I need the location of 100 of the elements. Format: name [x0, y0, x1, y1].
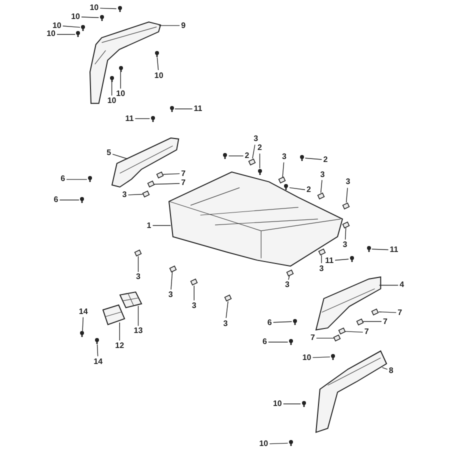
screw-icon: [80, 24, 86, 31]
leader-line: [156, 56, 159, 70]
callout-number: 6: [262, 338, 267, 346]
grille-drawing: [120, 292, 142, 308]
callout-number: 2: [258, 144, 262, 152]
clip-icon: [339, 328, 346, 334]
callout-number: 7: [398, 308, 402, 317]
leader-line: [158, 25, 180, 26]
callout-number: 11: [194, 104, 202, 113]
clip-icon: [248, 158, 255, 165]
callout-number: 11: [125, 114, 134, 123]
leader-line: [378, 312, 397, 313]
screw-icon: [99, 14, 105, 21]
callout-number: 10: [90, 4, 99, 12]
clip-icon: [143, 191, 150, 198]
callout-number: 7: [181, 179, 186, 188]
screw-icon: [154, 51, 160, 57]
clip-icon: [356, 318, 363, 325]
callout-number: 5: [106, 148, 112, 157]
callout-number: 6: [60, 175, 66, 184]
leader-line: [289, 187, 306, 190]
leader-line: [282, 162, 284, 178]
screw-icon: [256, 168, 263, 175]
leader-line: [66, 179, 88, 180]
screw-icon: [298, 154, 305, 161]
clip-icon: [334, 335, 340, 342]
callout-number: 8: [388, 366, 394, 375]
callout-number: 10: [154, 72, 164, 80]
screw-icon: [94, 338, 100, 344]
leader-line: [138, 306, 139, 326]
screw-icon: [168, 106, 175, 112]
cargo-tub-drawing: [168, 172, 342, 266]
callout-number: 3: [122, 191, 127, 200]
leader-line: [120, 72, 121, 90]
leader-line: [96, 344, 98, 357]
leader-line: [378, 284, 398, 286]
callout-number: 3: [192, 302, 196, 310]
callout-number: 3: [285, 281, 290, 290]
leader-line: [269, 442, 288, 444]
leader-line: [111, 81, 112, 96]
callout-number: 10: [52, 22, 62, 30]
clip-icon: [343, 222, 350, 228]
clip-icon: [279, 177, 286, 184]
leader-line: [119, 322, 120, 341]
leader-line: [62, 26, 80, 28]
callout-number: 7: [383, 318, 388, 326]
callout-number: 1: [146, 222, 152, 230]
screw-icon: [300, 400, 307, 407]
leader-line: [346, 188, 348, 203]
screw-icon: [75, 31, 82, 38]
screw-icon: [118, 66, 124, 72]
screw-icon: [116, 6, 123, 12]
leader-line: [226, 300, 228, 318]
clip-icon: [156, 172, 163, 178]
callout-number: 4: [400, 281, 404, 290]
clip-icon: [191, 279, 198, 286]
screw-icon: [366, 246, 372, 252]
callout-number: 6: [267, 318, 272, 327]
screw-icon: [222, 152, 228, 159]
screw-icon: [348, 256, 355, 262]
callout-number: 10: [302, 354, 312, 362]
leader-line: [138, 256, 139, 272]
leader-line: [312, 356, 330, 358]
leader-line: [252, 144, 256, 159]
callout-number: 10: [272, 400, 282, 408]
callout-number: 7: [181, 170, 186, 178]
clip-icon: [148, 181, 154, 188]
leader-line: [321, 254, 322, 264]
callout-number: 11: [390, 246, 398, 254]
fender-drawing: [316, 350, 386, 432]
callout-number: 3: [319, 264, 324, 273]
leader-line: [345, 331, 364, 333]
fender-drawing: [90, 22, 161, 103]
leader-line: [288, 275, 290, 280]
callout-number: 2: [244, 152, 250, 160]
clip-icon: [318, 248, 325, 255]
callout-number: 3: [320, 170, 325, 179]
screw-icon: [150, 116, 156, 122]
callout-number: 3: [168, 291, 173, 300]
leader-line: [382, 367, 388, 370]
leader-line: [100, 8, 117, 10]
side-panel-drawing: [316, 277, 380, 330]
callout-number: 14: [94, 358, 103, 366]
screw-icon: [87, 176, 94, 182]
leader-line: [134, 118, 150, 120]
leader-line: [316, 338, 334, 339]
leader-line: [162, 173, 180, 175]
clip-icon: [372, 308, 378, 315]
leader-line: [128, 194, 144, 196]
leader-line: [81, 16, 100, 18]
grille-drawing: [102, 304, 125, 324]
callout-number: 10: [116, 90, 126, 98]
callout-number: 3: [342, 241, 348, 250]
callout-number: 7: [310, 334, 315, 342]
screw-icon: [330, 354, 336, 360]
callout-number: 6: [54, 196, 58, 204]
screw-icon: [288, 339, 294, 346]
leader-line: [152, 225, 171, 226]
leader-line: [344, 227, 346, 240]
side-panel-drawing: [112, 138, 178, 188]
